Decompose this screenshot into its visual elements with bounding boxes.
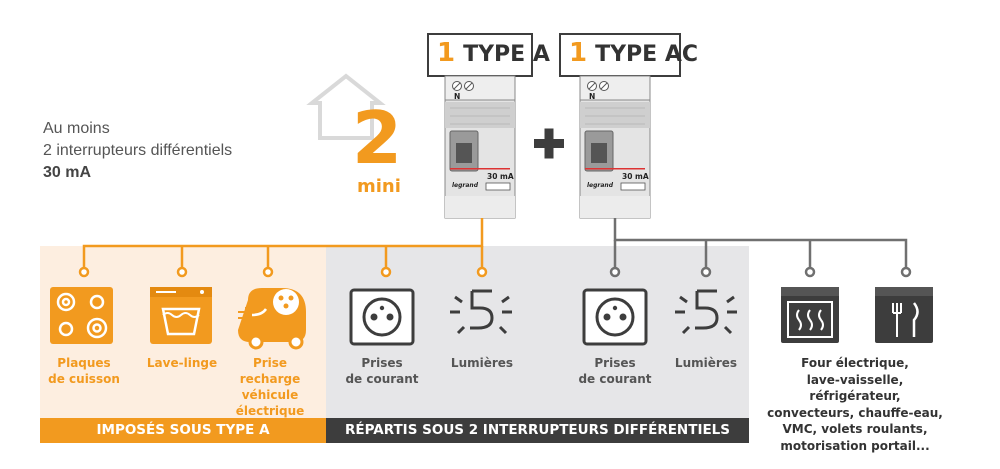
label-ac-appliances: Four électrique, lave-vaisselle, réfrigé… <box>767 356 943 453</box>
wiring-type-a <box>82 218 484 269</box>
intro-line-1: Au moins <box>43 120 110 137</box>
ev-charger-icon <box>238 288 306 350</box>
socket-icon <box>582 288 648 346</box>
breaker-ac-terminal: N <box>589 92 596 101</box>
connector-dots-ac <box>609 266 912 278</box>
plus-sign <box>534 128 564 159</box>
band-type-a-text: IMPOSÉS SOUS TYPE A <box>96 422 270 438</box>
band-shared-text: RÉPARTIS SOUS 2 INTERRUPTEURS DIFFÉRENTI… <box>344 422 731 438</box>
breaker-type-ac <box>579 75 651 219</box>
connector-dots-a <box>78 266 488 278</box>
type-a-count: 1 <box>437 38 456 68</box>
oven-icon <box>781 287 839 343</box>
cooktop-icon <box>50 287 113 344</box>
band-type-a <box>40 418 326 443</box>
intro-line-3: 30 mA <box>43 164 92 181</box>
intro-line-2: 2 interrupteurs différentiels <box>43 142 233 159</box>
band-shared <box>326 418 749 443</box>
house-icon <box>306 73 386 140</box>
breaker-type-a <box>444 75 516 219</box>
type-ac-label-box <box>559 33 681 77</box>
type-a-text: TYPE A <box>463 42 550 67</box>
type-ac-text: TYPE AC <box>595 42 699 67</box>
breaker-ac-brand: legrand <box>587 182 613 189</box>
breaker-a-brand: legrand <box>452 182 478 189</box>
socket-icon <box>349 288 415 346</box>
badge-sub: mini <box>357 176 401 197</box>
wiring-type-ac <box>613 218 908 269</box>
label-light-2: Lumières <box>674 356 738 370</box>
intro-text: Au moins 2 interrupteurs différentiels 3… <box>43 118 232 184</box>
breaker-a-terminal: N <box>454 92 461 101</box>
light-icon <box>675 289 737 335</box>
type-a-label: 1 TYPE A <box>437 38 550 68</box>
dishwasher-icon <box>875 287 933 343</box>
breaker-a-rating: 30 mA <box>487 172 514 181</box>
light-icon <box>450 289 512 335</box>
breaker-ac-rating: 30 mA <box>622 172 649 181</box>
type-a-label-box <box>427 33 533 77</box>
badge-number: 2 <box>352 96 403 180</box>
type-ac-label: 1 TYPE AC <box>569 38 698 68</box>
type-ac-count: 1 <box>569 38 588 68</box>
washing-machine-icon <box>150 287 212 344</box>
label-washing-machine: Lave-linge <box>146 356 218 370</box>
label-light-1: Lumières <box>450 356 514 370</box>
